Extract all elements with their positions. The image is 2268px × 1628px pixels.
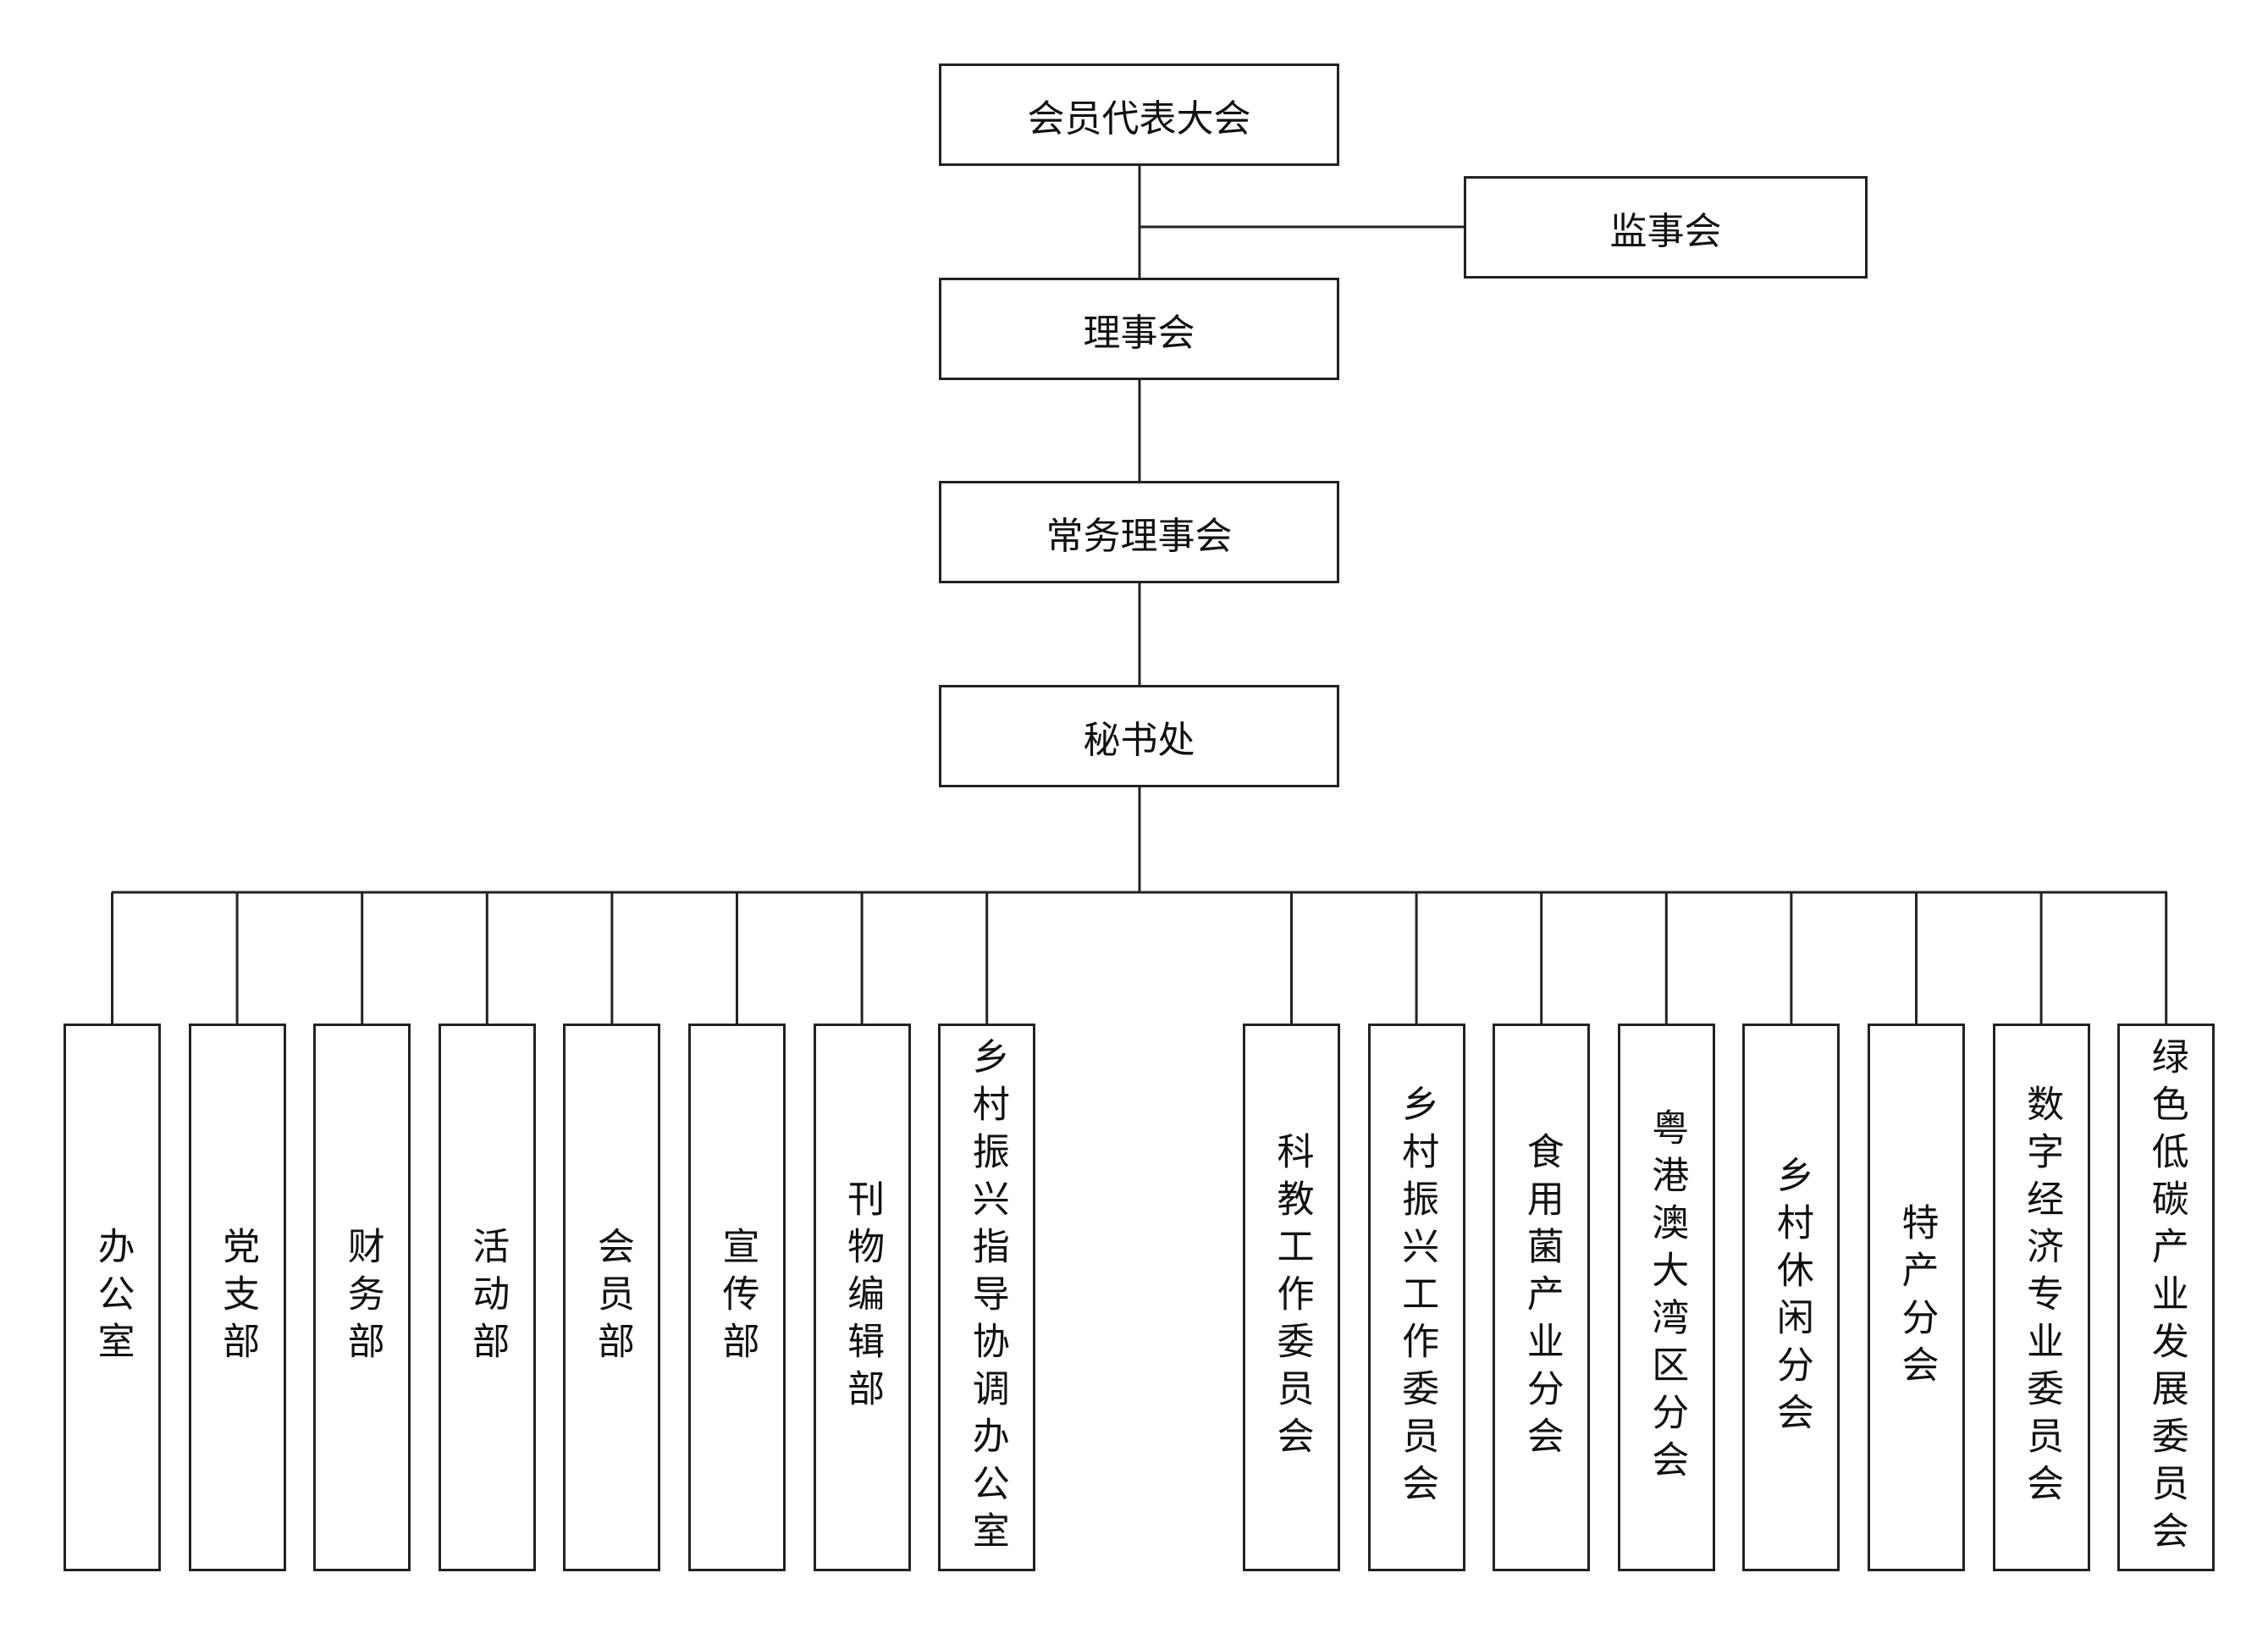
node-branch: 绿色低碳产业发展委员会 [2117,1024,2216,1571]
node-label: 绿色低碳产业发展委员会 [2144,1036,2188,1559]
node-branch: 科教工作委员会 [1243,1024,1340,1571]
node-label: 乡村振兴指导协调办公室 [965,1036,1009,1559]
node-member-assembly: 会员代表大会 [939,63,1339,166]
node-department: 乡村振兴指导协调办公室 [938,1024,1036,1571]
node-branch: 数字经济专业委员会 [1992,1024,2090,1571]
node-branch: 乡村休闲分会 [1742,1024,1840,1571]
node-label: 监事会 [1609,209,1722,253]
node-supervisory-board: 监事会 [1464,176,1868,279]
node-label: 数字经济专业委员会 [2020,1084,2064,1511]
node-department: 刊物编辑部 [813,1024,911,1571]
node-label: 常务理事会 [1046,514,1233,558]
node-label: 财务部 [340,1226,384,1369]
node-department: 财务部 [313,1024,411,1571]
node-department: 活动部 [438,1024,536,1571]
node-branch: 食用菌产业分会 [1493,1024,1591,1571]
node-label: 乡村休闲分会 [1769,1155,1813,1440]
node-label: 办公室 [91,1226,135,1369]
node-label: 活动部 [466,1226,510,1369]
node-label: 食用菌产业分会 [1520,1131,1564,1464]
node-label: 党支部 [216,1226,260,1369]
node-department: 宣传部 [688,1024,786,1571]
node-label: 理事会 [1083,311,1195,355]
node-label: 秘书处 [1083,718,1195,762]
node-label: 刊物编辑部 [841,1178,885,1416]
node-branch: 粤港澳大湾区分会 [1617,1024,1715,1571]
node-department: 党支部 [188,1024,286,1571]
node-label: 会员部 [590,1226,634,1369]
node-label: 乡村振兴工作委员会 [1395,1084,1439,1511]
node-label: 宣传部 [715,1226,759,1369]
node-department: 会员部 [563,1024,661,1571]
node-label: 科教工作委员会 [1270,1131,1314,1464]
node-branch: 乡村振兴工作委员会 [1367,1024,1465,1571]
node-label: 特产分会 [1895,1202,1939,1393]
node-branch: 特产分会 [1868,1024,1965,1571]
node-label: 粤港澳大湾区分会 [1645,1107,1689,1487]
node-council: 理事会 [939,278,1339,380]
node-department: 办公室 [63,1024,161,1571]
node-secretariat: 秘书处 [939,685,1339,787]
node-label: 会员代表大会 [1027,97,1251,141]
node-standing-council: 常务理事会 [939,481,1339,583]
